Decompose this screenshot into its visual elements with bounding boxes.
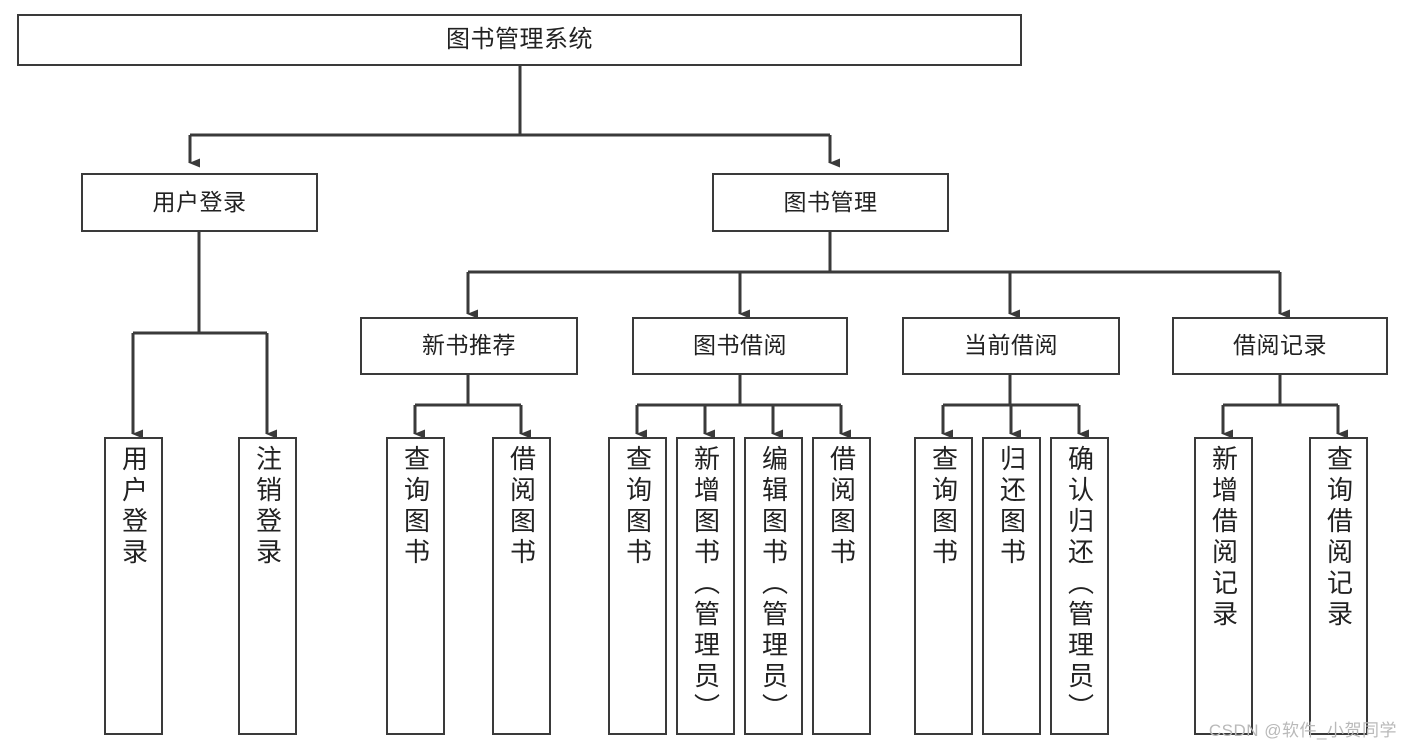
leaf-query-book-borrow[interactable]: 查询图书 [608, 437, 667, 735]
node-label: 当前借阅 [964, 332, 1058, 359]
node-label: 注销登录 [252, 445, 283, 569]
node-borrow-record[interactable]: 借阅记录 [1172, 317, 1388, 375]
node-new-book-recommend[interactable]: 新书推荐 [360, 317, 578, 375]
node-book-borrow[interactable]: 图书借阅 [632, 317, 848, 375]
leaf-edit-book-admin[interactable]: 编辑图书（管理员） [744, 437, 803, 735]
leaf-user-login[interactable]: 用户登录 [104, 437, 163, 735]
node-label: 借阅图书 [506, 445, 537, 569]
leaf-query-borrow-record[interactable]: 查询借阅记录 [1309, 437, 1368, 735]
node-label: 新书推荐 [422, 332, 516, 359]
node-label: 借阅图书 [826, 445, 857, 569]
node-label: 新增图书（管理员） [690, 445, 721, 724]
node-user-login[interactable]: 用户登录 [81, 173, 318, 232]
node-label: 归还图书 [996, 445, 1027, 569]
leaf-logout[interactable]: 注销登录 [238, 437, 297, 735]
leaf-query-book-recommend[interactable]: 查询图书 [386, 437, 445, 735]
leaf-borrow-book-recommend[interactable]: 借阅图书 [492, 437, 551, 735]
node-root-system[interactable]: 图书管理系统 [17, 14, 1022, 66]
leaf-add-book-admin[interactable]: 新增图书（管理员） [676, 437, 735, 735]
leaf-confirm-return-admin[interactable]: 确认归还（管理员） [1050, 437, 1109, 735]
node-label: 图书管理 [783, 188, 878, 215]
leaf-borrow-book[interactable]: 借阅图书 [812, 437, 871, 735]
watermark: CSDN @软件_小贺同学 [1208, 721, 1397, 740]
node-label: 查询图书 [622, 445, 653, 569]
node-book-management[interactable]: 图书管理 [712, 173, 949, 232]
node-label: 编辑图书（管理员） [758, 445, 789, 724]
node-label: 用户登录 [118, 445, 149, 569]
leaf-add-borrow-record[interactable]: 新增借阅记录 [1194, 437, 1253, 735]
node-label: 新增借阅记录 [1208, 445, 1239, 631]
leaf-query-book-current[interactable]: 查询图书 [914, 437, 973, 735]
node-label: 查询图书 [928, 445, 959, 569]
node-label: 查询借阅记录 [1323, 445, 1354, 631]
node-label: 借阅记录 [1233, 332, 1327, 359]
node-label: 图书借阅 [693, 332, 787, 359]
node-label: 图书管理系统 [446, 25, 593, 53]
node-label: 用户登录 [152, 188, 247, 215]
node-label: 查询图书 [400, 445, 431, 569]
node-label: 确认归还（管理员） [1064, 445, 1095, 724]
leaf-return-book[interactable]: 归还图书 [982, 437, 1041, 735]
node-current-borrow[interactable]: 当前借阅 [902, 317, 1120, 375]
